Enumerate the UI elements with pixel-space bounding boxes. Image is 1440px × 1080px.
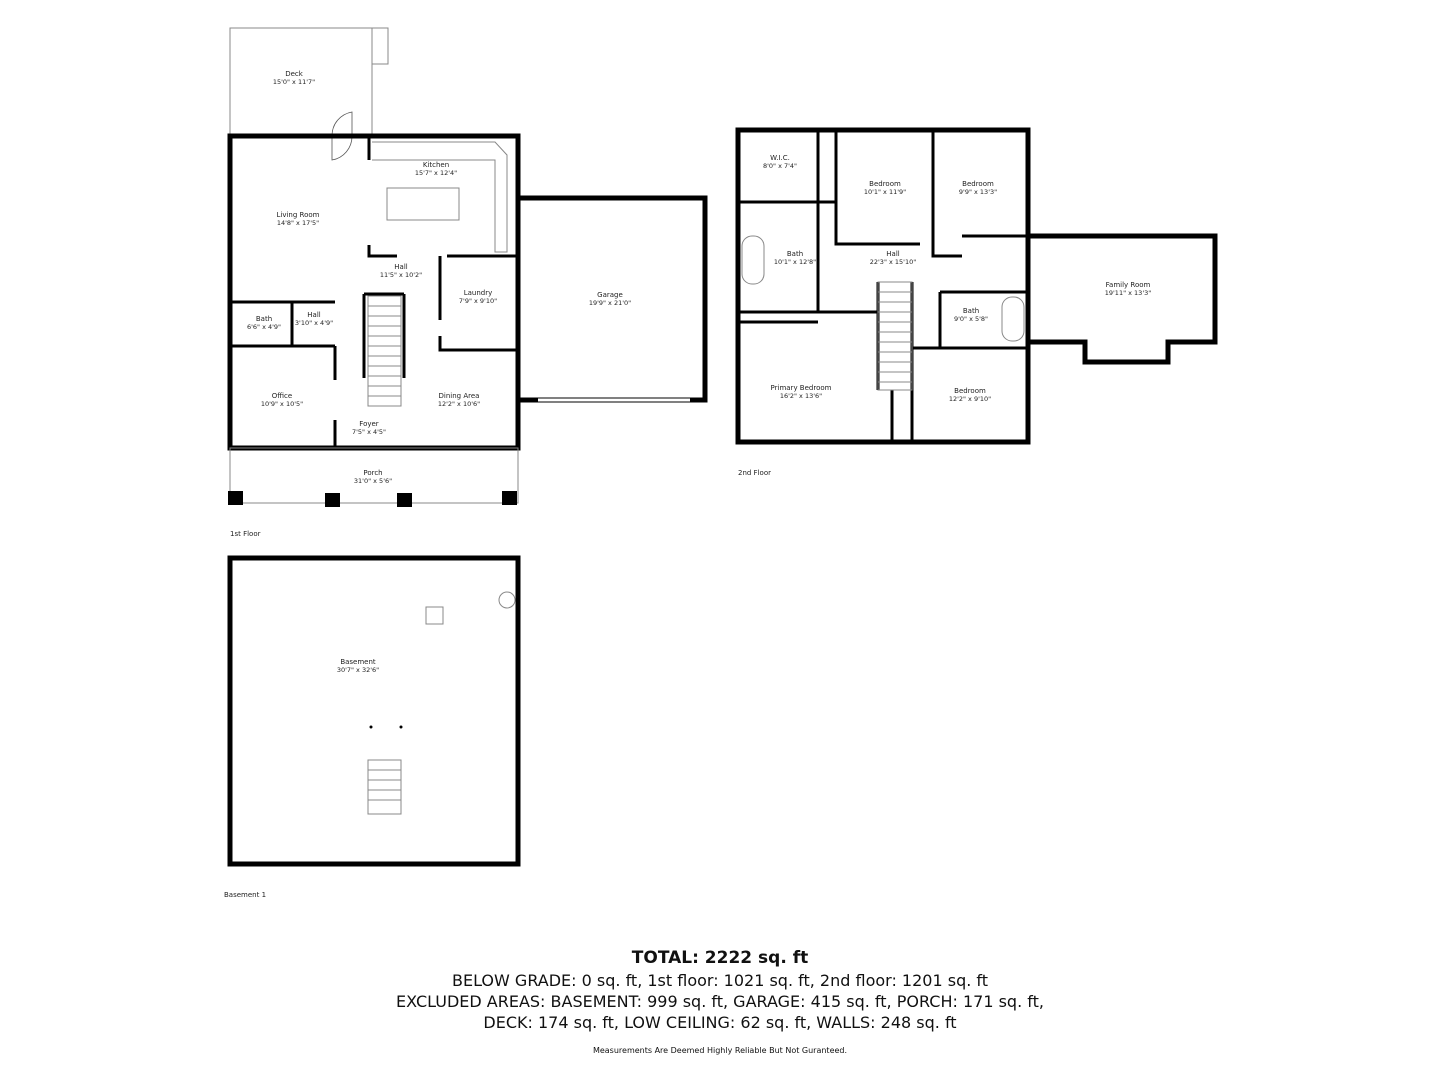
room-dimensions: 10'1" x 12'8" xyxy=(774,258,816,266)
room-dimensions: 15'7" x 12'4" xyxy=(415,169,457,177)
room-name: Laundry xyxy=(464,289,493,297)
room-dimensions: 12'2" x 10'6" xyxy=(438,400,480,408)
room-dimensions: 16'2" x 13'6" xyxy=(780,392,822,400)
room-dimensions: 10'1" x 11'9" xyxy=(864,188,906,196)
deck-steps xyxy=(371,27,389,65)
room-name: W.I.C. xyxy=(770,154,790,162)
porch-column xyxy=(502,491,517,505)
excluded-areas: EXCLUDED AREAS: BASEMENT: 999 sq. ft, GA… xyxy=(396,992,1044,1011)
room-dimensions: 6'6" x 4'9" xyxy=(247,323,281,331)
room-dimensions: 22'3" x 15'10" xyxy=(870,258,916,266)
room-dimensions: 19'9" x 21'0" xyxy=(589,299,631,307)
room-dimensions: 9'0" x 5'8" xyxy=(954,315,988,323)
basement-walls xyxy=(227,555,521,867)
disclaimer: Measurements Are Deemed Highly Reliable … xyxy=(592,1046,848,1055)
support-post xyxy=(369,725,373,729)
second-floor-walls xyxy=(735,127,1031,445)
floor-label-basement: Basement 1 xyxy=(224,891,266,899)
second-floor-plan xyxy=(735,127,1218,445)
floor-label-2nd: 2nd Floor xyxy=(738,469,771,477)
family-room-walls xyxy=(1028,233,1218,365)
water-heater-icon xyxy=(498,591,516,609)
room-name: Bedroom xyxy=(962,180,994,188)
kitchen-island xyxy=(386,187,460,221)
room-name: Kitchen xyxy=(423,161,449,169)
basement-fixture xyxy=(425,606,444,625)
room-dimensions: 31'0" x 5'6" xyxy=(354,477,392,485)
room-name: Dining Area xyxy=(439,392,480,400)
room-dimensions: 9'9" x 13'3" xyxy=(959,188,997,196)
bathtub xyxy=(741,235,765,285)
room-dimensions: 10'9" x 10'5" xyxy=(261,400,303,408)
room-name: Primary Bedroom xyxy=(771,384,832,392)
room-dimensions: 3'10" x 4'9" xyxy=(295,319,333,327)
room-name: Hall xyxy=(307,311,320,319)
second-floor-stairs xyxy=(877,281,913,391)
room-name: Living Room xyxy=(277,211,320,219)
room-dimensions: 7'9" x 9'10" xyxy=(459,297,497,305)
kitchen-counter xyxy=(372,141,508,253)
stair-treads xyxy=(368,769,401,801)
room-name: Bedroom xyxy=(869,180,901,188)
room-dimensions: 11'5" x 10'2" xyxy=(380,271,422,279)
deck-door xyxy=(331,111,353,161)
room-dimensions: 15'0" x 11'7" xyxy=(273,78,315,86)
room-name: Hall xyxy=(886,250,899,258)
stair-treads xyxy=(368,305,401,397)
floor-label-1st: 1st Floor xyxy=(230,530,261,538)
porch-column xyxy=(397,493,412,507)
bathtub xyxy=(1001,296,1025,342)
room-dimensions: 12'2" x 9'10" xyxy=(949,395,991,403)
stair-treads xyxy=(878,291,912,383)
room-dimensions: 19'11" x 13'3" xyxy=(1105,289,1151,297)
room-name: Bath xyxy=(256,315,272,323)
room-name: Office xyxy=(272,392,292,400)
room-dimensions: 30'7" x 32'6" xyxy=(337,666,379,674)
total-area: TOTAL: 2222 sq. ft xyxy=(631,948,809,968)
room-name: Garage xyxy=(597,291,623,299)
room-name: Bath xyxy=(787,250,803,258)
excluded-areas-continued: DECK: 174 sq. ft, LOW CEILING: 62 sq. ft… xyxy=(483,1013,957,1032)
area-breakdown: BELOW GRADE: 0 sq. ft, 1st floor: 1021 s… xyxy=(451,971,989,990)
room-dimensions: 14'8" x 17'5" xyxy=(277,219,319,227)
room-name: Porch xyxy=(363,469,382,477)
first-floor-interior-walls xyxy=(230,136,518,448)
stairs xyxy=(367,295,402,407)
room-name: Bedroom xyxy=(954,387,986,395)
room-name: Foyer xyxy=(359,420,379,428)
porch-column xyxy=(325,493,340,507)
room-name: Bath xyxy=(963,307,979,315)
first-floor-plan xyxy=(227,27,708,507)
basement-plan xyxy=(227,555,521,867)
room-dimensions: 8'0" x 7'4" xyxy=(763,162,797,170)
room-name: Family Room xyxy=(1106,281,1151,289)
room-name: Deck xyxy=(285,70,304,78)
room-name: Basement xyxy=(340,658,376,666)
basement-stairs xyxy=(367,759,402,815)
porch-outline xyxy=(229,447,519,504)
porch-column xyxy=(228,491,243,505)
room-name: Hall xyxy=(394,263,407,271)
support-post xyxy=(399,725,403,729)
room-dimensions: 7'5" x 4'5" xyxy=(352,428,386,436)
